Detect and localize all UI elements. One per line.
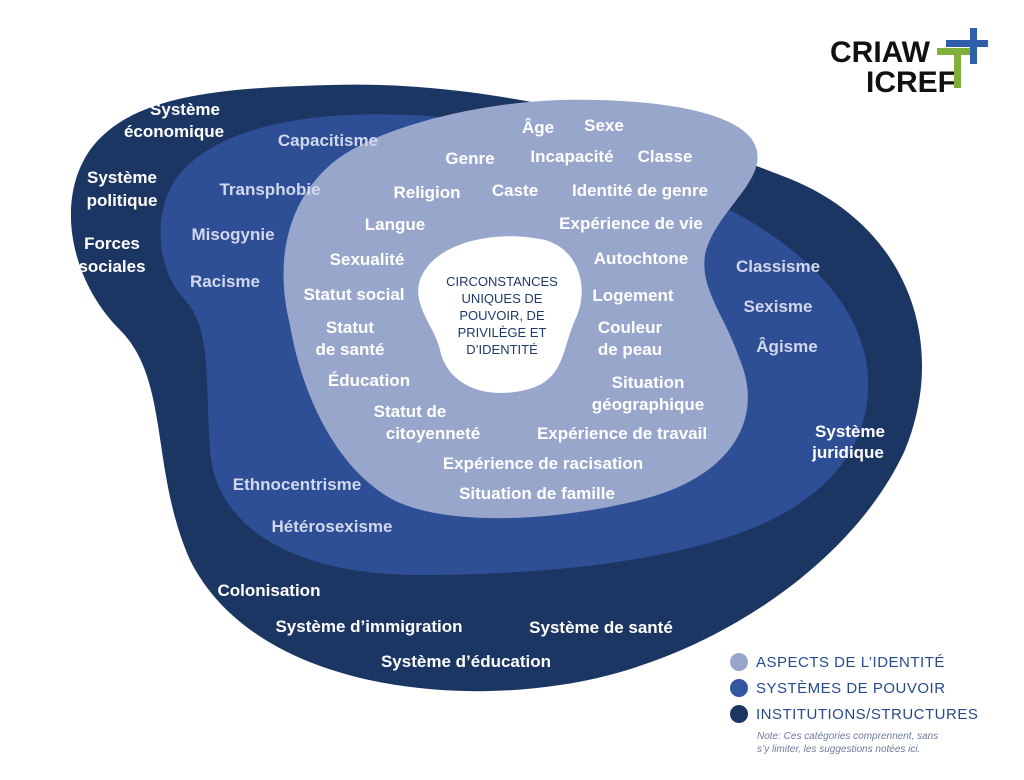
identity-experience-travail: Expérience de travail [537,424,707,443]
power-heterosexisme: Hétérosexisme [272,517,393,536]
center-layer [418,236,582,393]
institution-pol-2: politique [87,191,158,210]
power-transphobie: Transphobie [219,180,320,199]
identity-couleur-1: Couleur [598,318,663,337]
legend-item-power: SYSTÈMES DE POUVOIR [730,679,946,697]
institution-forces-2: sociales [78,257,145,276]
identity-education: Éducation [328,371,410,390]
institution-pol-1: Système [87,168,157,187]
logo-line-1: CRIAW [830,36,931,69]
power-misogynie: Misogynie [191,225,274,244]
legend-dot-identity [730,653,748,671]
identity-couleur-2: de peau [598,340,662,359]
identity-situation-famille: Situation de famille [459,484,615,503]
identity-situation-geo-2: géographique [592,395,704,414]
institution-education: Système d’éducation [381,652,551,671]
legend-label-identity: ASPECTS DE L’IDENTITÉ [756,654,945,671]
logo-mark-icon [937,28,988,88]
legend-dot-institutions [730,705,748,723]
identity-genre: Genre [445,149,494,168]
legend-label-institutions: INSTITUTIONS/STRUCTURES [756,706,978,723]
center-text: CIRCONSTANCES UNIQUES DE POUVOIR, DE PRI… [446,274,558,357]
identity-logement: Logement [592,286,674,305]
logo-line-2: ICREF [866,66,956,99]
identity-situation-geo-1: Situation [612,373,685,392]
identity-sexualite: Sexualité [330,250,405,269]
identity-statut-sante-1: Statut [326,318,375,337]
institution-forces-1: Forces [84,234,140,253]
institution-jur-2: juridique [811,443,884,462]
legend: ASPECTS DE L’IDENTITÉ SYSTÈMES DE POUVOI… [730,653,978,755]
identity-religion: Religion [393,183,460,202]
center-line-4: PRIVILÈGE ET [458,325,547,340]
legend-item-identity: ASPECTS DE L’IDENTITÉ [730,653,945,671]
identity-identite-genre: Identité de genre [572,181,708,200]
power-classisme: Classisme [736,257,820,276]
center-line-2: UNIQUES DE [462,291,543,306]
institution-eco-2: économique [124,122,224,141]
power-agisme: Âgisme [756,337,817,356]
institution-colonisation: Colonisation [218,581,321,600]
power-ethnocentrisme: Ethnocentrisme [233,475,361,494]
institution-jur-1: Système [815,422,885,441]
identity-statut-social: Statut social [303,285,404,304]
legend-label-power: SYSTÈMES DE POUVOIR [756,680,946,697]
identity-sexe: Sexe [584,116,624,135]
identity-caste: Caste [492,181,538,200]
identity-labels: Âge Sexe Genre Incapacité Classe Religio… [303,116,708,503]
institution-labels: Système économique Système politique For… [78,100,885,671]
identity-citoyennete-1: Statut de [374,402,447,421]
identity-statut-sante-2: de santé [316,340,385,359]
identity-age: Âge [522,118,554,137]
institution-sante: Système de santé [529,618,673,637]
identity-experience-vie: Expérience de vie [559,214,703,233]
identity-classe: Classe [638,147,693,166]
center-line-5: D’IDENTITÉ [466,342,538,357]
legend-item-institutions: INSTITUTIONS/STRUCTURES [730,705,978,723]
identity-langue: Langue [365,215,425,234]
center-line-3: POUVOIR, DE [459,308,545,323]
power-capacitisme: Capacitisme [278,131,378,150]
legend-dot-power [730,679,748,697]
power-labels: Capacitisme Transphobie Misogynie Racism… [190,131,820,536]
power-sexisme: Sexisme [744,297,813,316]
institution-immigration: Système d’immigration [275,617,462,636]
institution-eco-1: Système [150,100,220,119]
identity-incapacite: Incapacité [530,147,613,166]
legend-note-2: s’y limiter, les suggestions notées ici. [757,744,920,755]
identity-experience-racisation: Expérience de racisation [443,454,643,473]
identity-autochtone: Autochtone [594,249,688,268]
criaw-icref-logo: CRIAW ICREF [830,28,988,99]
power-racisme: Racisme [190,272,260,291]
identity-citoyennete-2: citoyenneté [386,424,480,443]
legend-note-1: Note: Ces catégories comprennent, sans [757,731,938,742]
center-line-1: CIRCONSTANCES [446,274,558,289]
